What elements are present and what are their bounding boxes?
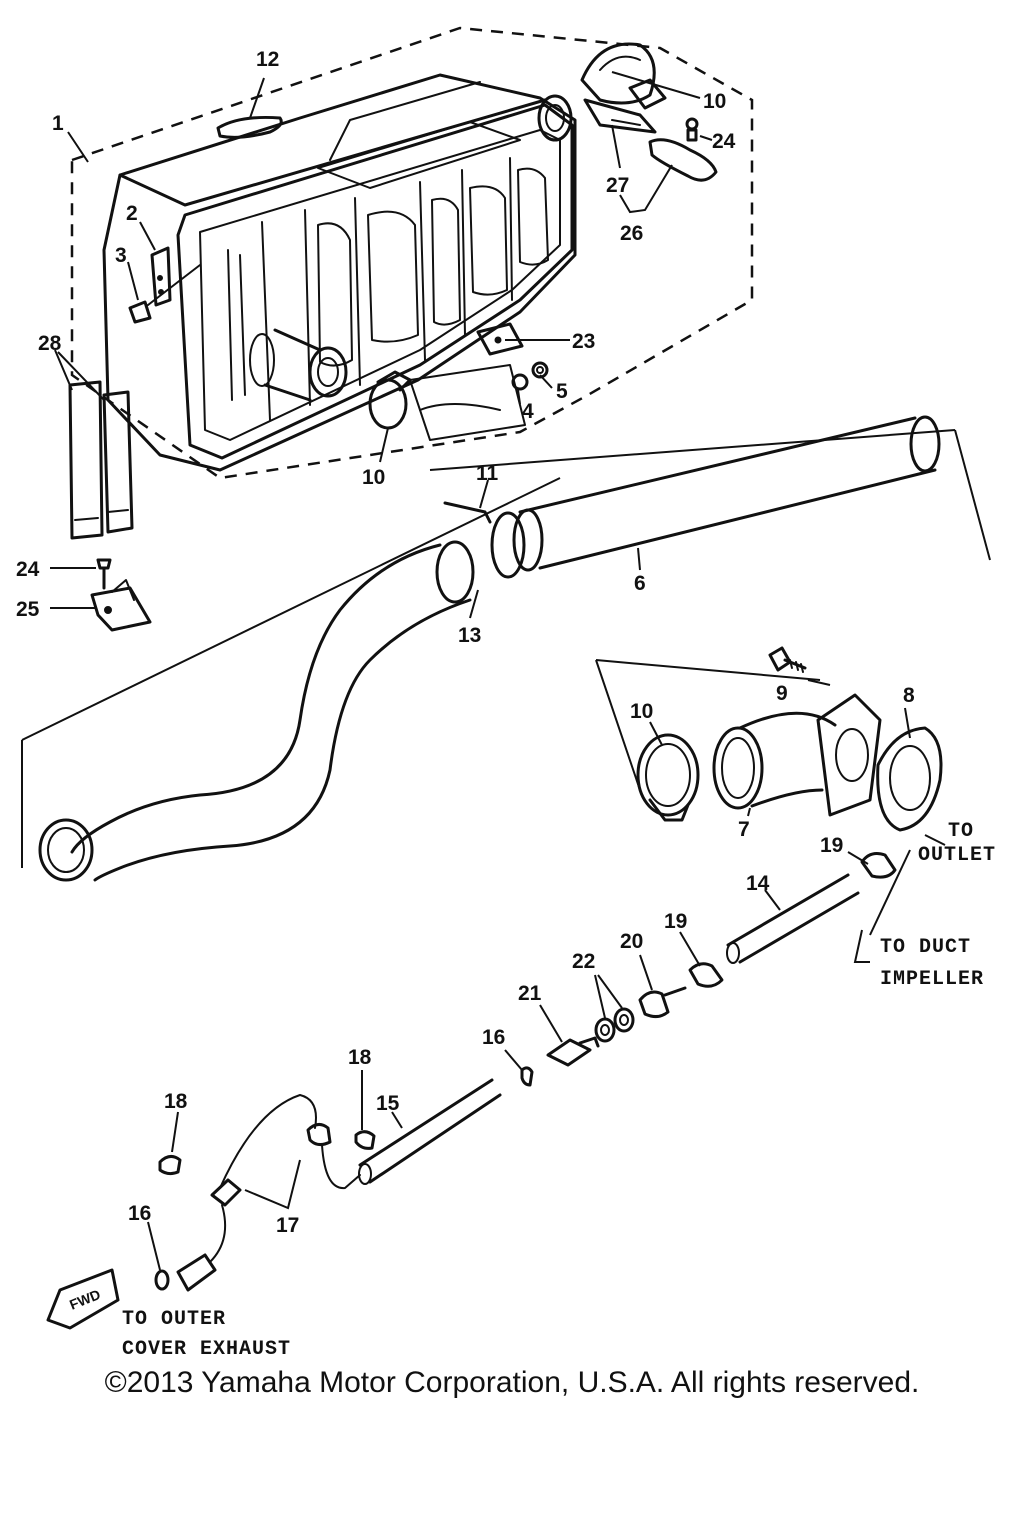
elbow-part-7 (712, 693, 882, 817)
callout-11: 11 (476, 462, 499, 485)
callout-18-left: 18 (164, 1090, 188, 1113)
callout-14: 14 (746, 872, 770, 895)
note-to-outlet-line2: OUTLET (918, 844, 996, 867)
callout-7: 7 (738, 818, 750, 841)
callout-12: 12 (256, 48, 279, 71)
callout-9: 9 (776, 682, 788, 705)
callout-8: 8 (903, 684, 915, 707)
callout-16-mid: 16 (482, 1026, 505, 1049)
clip-part-16-left (154, 1269, 170, 1291)
washers-part-22 (594, 1007, 635, 1043)
callout-23: 23 (572, 330, 595, 353)
tube-part-14 (726, 873, 860, 964)
bands-part-28 (68, 380, 134, 540)
hose-short (176, 1204, 227, 1292)
note-to-duct-line1: TO DUCT (880, 936, 971, 959)
note-to-duct-line2: IMPELLER (880, 968, 984, 991)
nut-part-5 (531, 361, 549, 379)
callout-25: 25 (16, 598, 40, 621)
callout-5: 5 (556, 380, 568, 403)
callout-18-mid: 18 (348, 1046, 372, 1069)
callout-labels: 1 2 3 12 10 24 27 26 23 5 4 10 28 24 25 … (16, 48, 915, 1237)
callout-27: 27 (606, 174, 629, 197)
fitting-part-20 (638, 986, 687, 1019)
callout-2: 2 (126, 202, 138, 225)
callout-22: 22 (572, 950, 595, 973)
note-to-outer-line1: TO OUTER (122, 1308, 226, 1331)
callout-19-mid: 19 (664, 910, 687, 933)
callout-16-left: 16 (128, 1202, 151, 1225)
muffler-box-assembly (70, 26, 754, 480)
clip-part-16-mid (520, 1066, 534, 1087)
plate-part-23 (476, 322, 524, 356)
callout-17: 17 (276, 1214, 299, 1237)
callout-21: 21 (518, 982, 542, 1005)
callout-10-outlet: 10 (630, 700, 653, 723)
washer-part-4 (511, 373, 529, 391)
callout-3: 3 (115, 244, 127, 267)
callout-4: 4 (522, 400, 534, 423)
callout-20: 20 (620, 930, 643, 953)
hose-clamp-part-11 (443, 501, 544, 579)
bolt-part-9 (768, 646, 807, 673)
bolt-part-3 (128, 264, 201, 324)
bracket-part-25 (90, 579, 152, 632)
elbow-hose-part-13 (38, 540, 475, 882)
hose-clamp-part-10-top (580, 42, 667, 110)
callout-6: 6 (634, 572, 646, 595)
fittings-part-17 (210, 1094, 361, 1207)
bolt-part-24-left (96, 558, 112, 590)
pad-part-12 (216, 115, 283, 139)
band-part-27 (583, 98, 657, 134)
strap-part-26 (648, 138, 718, 182)
screw-part-18-left (158, 1155, 182, 1176)
bracket-part-2 (150, 246, 172, 307)
copyright-text: ©2013 Yamaha Motor Corporation, U.S.A. A… (104, 1366, 920, 1399)
callout-26: 26 (620, 222, 643, 245)
callout-15: 15 (376, 1092, 400, 1115)
callout-10-inlet: 10 (362, 466, 385, 489)
hose-part-15 (358, 1078, 502, 1185)
nipple-part-21 (546, 1036, 600, 1067)
exhaust-hose-part-6 (518, 415, 941, 570)
routing-notes: TO OUTLET TO DUCT IMPELLER TO OUTER COVE… (122, 820, 996, 1361)
callout-28: 28 (38, 332, 62, 355)
callout-24-top: 24 (712, 130, 736, 153)
clamp-part-19-mid (688, 962, 724, 988)
bolt-part-24-top (685, 117, 699, 142)
clamp-part-19-top (860, 852, 897, 879)
callout-10-top: 10 (703, 90, 726, 113)
callout-1: 1 (52, 112, 64, 135)
note-to-outer-line2: COVER EXHAUST (122, 1338, 291, 1361)
fwd-arrow-badge: FWD (46, 1268, 120, 1330)
hose-clamp-part-10-outlet (636, 733, 700, 822)
callout-24-left: 24 (16, 558, 40, 581)
note-to-outlet-line1: TO (948, 820, 974, 843)
leader-lines (50, 71, 911, 1271)
fwd-badge-text: FWD (67, 1286, 103, 1313)
callout-13: 13 (458, 624, 481, 647)
gasket-part-8 (876, 726, 943, 832)
screw-part-18-mid (354, 1130, 376, 1150)
callout-19-top: 19 (820, 834, 843, 857)
